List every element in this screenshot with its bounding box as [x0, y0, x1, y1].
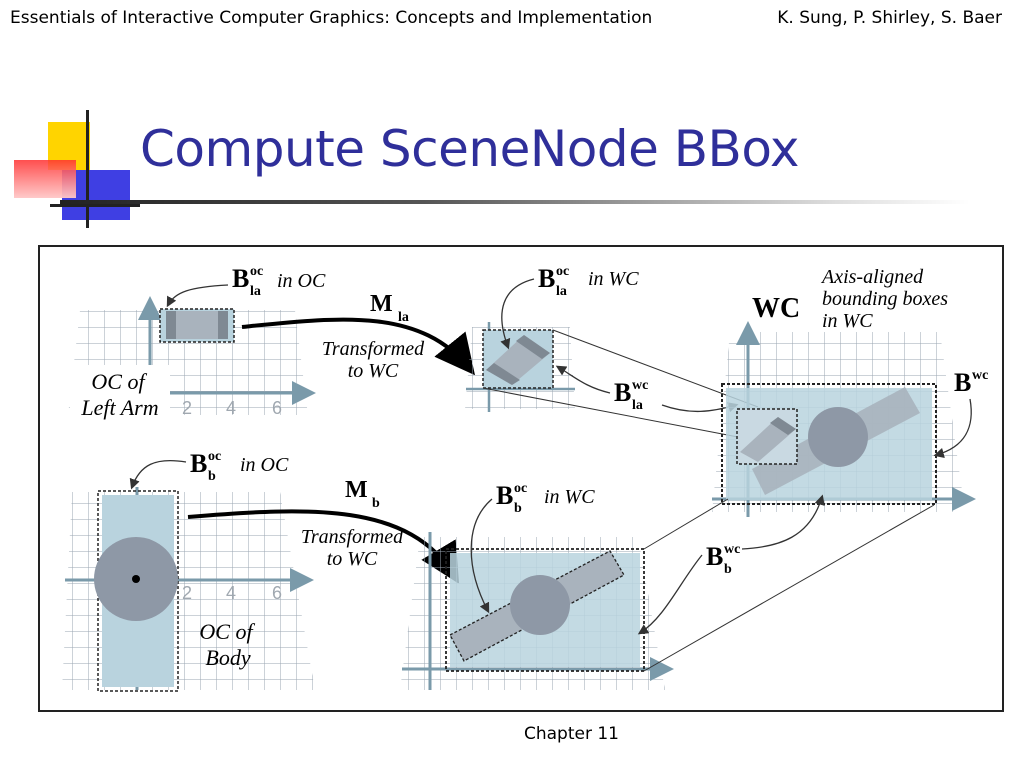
svg-text:b: b — [208, 469, 216, 484]
svg-text:wc: wc — [972, 368, 988, 383]
label-mb: M b — [345, 477, 380, 511]
header-course-title: Essentials of Interactive Computer Graph… — [10, 8, 653, 28]
label-bb-wc: B wc b — [706, 542, 740, 577]
svg-text:oc: oc — [556, 264, 569, 279]
svg-text:2: 2 — [182, 583, 192, 603]
label-bb-wc-top: B oc b in WC — [496, 481, 595, 516]
svg-text:oc: oc — [250, 264, 263, 279]
slide-title: Compute SceneNode BBox — [140, 120, 799, 178]
svg-text:WC: WC — [752, 293, 800, 324]
svg-text:Transformed: Transformed — [322, 338, 425, 360]
panel-wc — [712, 321, 976, 517]
svg-text:4: 4 — [226, 398, 236, 418]
label-bb-oc: B oc b in OC — [190, 449, 289, 484]
svg-text:b: b — [372, 496, 380, 511]
bbox-diagram: B oc la in OC OC of Left Arm 2 4 6 M la … — [38, 245, 1004, 712]
svg-text:Transformed: Transformed — [301, 526, 404, 548]
label-oc-body: OC of Body — [199, 619, 255, 670]
svg-text:Left Arm: Left Arm — [80, 395, 158, 420]
svg-text:la: la — [556, 284, 567, 299]
svg-text:B: B — [706, 542, 723, 571]
svg-text:la: la — [398, 310, 409, 325]
svg-text:la: la — [250, 284, 261, 299]
svg-text:b: b — [514, 501, 522, 516]
svg-text:B: B — [232, 264, 249, 293]
label-wc: WC — [752, 293, 800, 324]
label-transformed-bottom: Transformed to WC — [301, 526, 404, 570]
svg-text:OC of: OC of — [91, 369, 147, 394]
svg-text:wc: wc — [724, 542, 740, 557]
svg-text:b: b — [724, 562, 732, 577]
svg-text:B: B — [496, 481, 513, 510]
svg-text:B: B — [954, 368, 971, 397]
panel-oc-body — [62, 487, 315, 692]
svg-text:bounding boxes: bounding boxes — [822, 288, 948, 310]
svg-text:6: 6 — [272, 583, 282, 603]
label-mla: M la — [370, 291, 409, 325]
label-axis-aligned: Axis-aligned bounding boxes in WC — [820, 266, 948, 332]
panel-body-wc — [400, 532, 674, 690]
header-authors: K. Sung, P. Shirley, S. Baer — [777, 8, 1002, 28]
panel-left-arm-wc — [465, 322, 575, 412]
svg-text:in OC: in OC — [240, 454, 289, 476]
label-transformed-top: Transformed to WC — [322, 338, 425, 382]
label-bla-wc: B wc la — [614, 378, 648, 413]
svg-text:B: B — [614, 378, 631, 407]
svg-text:in WC: in WC — [544, 486, 595, 508]
label-bwc: B wc — [954, 368, 988, 397]
label-oc-left-arm: OC of Left Arm — [70, 365, 170, 421]
svg-text:oc: oc — [514, 481, 527, 496]
svg-text:M: M — [370, 291, 393, 317]
label-bla-oc: B oc la in OC — [232, 264, 326, 299]
svg-text:Body: Body — [205, 645, 250, 670]
svg-text:in WC: in WC — [822, 310, 873, 332]
svg-text:wc: wc — [632, 378, 648, 393]
svg-text:in WC: in WC — [588, 268, 639, 290]
label-bla-wc-top: B oc la in WC — [538, 264, 639, 299]
title-underline — [60, 200, 970, 204]
svg-text:2: 2 — [182, 398, 192, 418]
svg-text:Axis-aligned: Axis-aligned — [820, 266, 924, 288]
ticks-left-arm: 2 4 6 — [182, 398, 282, 418]
svg-text:6: 6 — [272, 398, 282, 418]
svg-text:4: 4 — [226, 583, 236, 603]
svg-text:to WC: to WC — [348, 360, 399, 382]
svg-text:in OC: in OC — [277, 270, 326, 292]
svg-text:la: la — [632, 398, 643, 413]
svg-text:oc: oc — [208, 449, 221, 464]
svg-text:B: B — [538, 264, 555, 293]
ticks-body: 2 4 6 — [182, 583, 282, 603]
slide-logo — [14, 110, 140, 228]
svg-text:OC of: OC of — [199, 619, 255, 644]
svg-text:M: M — [345, 477, 368, 503]
footer-chapter: Chapter 11 — [524, 724, 620, 744]
svg-text:B: B — [190, 449, 207, 478]
svg-text:to WC: to WC — [327, 548, 378, 570]
